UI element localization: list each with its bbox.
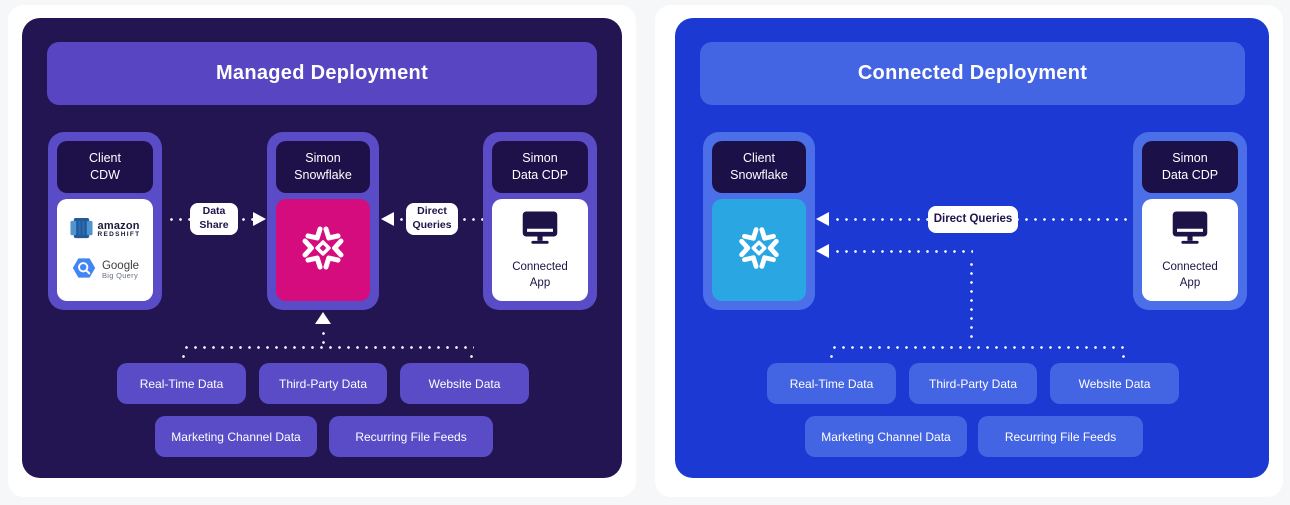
- dotted-stub-right: [1122, 350, 1125, 360]
- data-source-label: Third-Party Data: [278, 376, 368, 391]
- connected-app-label: Connected App: [512, 260, 568, 289]
- connected-panel-title: Connected Deployment: [700, 42, 1245, 105]
- data-source-third-party: Third-Party Data: [259, 363, 387, 404]
- data-source-marketing: Marketing Channel Data: [155, 416, 317, 457]
- connected-app-monitor-icon: [1171, 209, 1209, 250]
- arrow-left-icon: [816, 244, 829, 258]
- node-simon-data-cdp-label: Simon Data CDP: [1142, 141, 1238, 193]
- dotted-stub-left: [182, 350, 185, 360]
- node-simon-data-cdp-label: Simon Data CDP: [492, 141, 588, 193]
- amazon-redshift-wordmark: amazon REDSHIFT: [97, 219, 141, 239]
- connected-deployment-card: Connected Deployment Client Snowflake Si…: [655, 5, 1283, 497]
- snowflake-icon: [294, 219, 352, 282]
- node-client-cdw-card: amazon REDSHIFT G: [57, 199, 153, 301]
- redshift-product-text: REDSHIFT: [97, 231, 141, 239]
- arrow-up-icon: [315, 312, 331, 324]
- redshift-brand-text: amazon: [97, 219, 140, 232]
- arrow-left-icon: [381, 212, 394, 226]
- managed-panel-title: Managed Deployment: [47, 42, 597, 105]
- node-simon-data-cdp: Simon Data CDP Connected App: [483, 132, 597, 310]
- dotted-connector-vertical: [322, 327, 325, 345]
- data-source-label: Third-Party Data: [928, 376, 1018, 391]
- node-client-snowflake: Client Snowflake: [703, 132, 815, 310]
- managed-deployment-panel: Managed Deployment Client CDW: [22, 18, 622, 478]
- data-source-label: Recurring File Feeds: [355, 429, 467, 444]
- data-source-label: Website Data: [1078, 376, 1151, 391]
- data-source-website: Website Data: [1050, 363, 1179, 404]
- node-simon-snowflake: Simon Snowflake: [267, 132, 379, 310]
- dotted-connector-horizontal: [828, 346, 1126, 349]
- data-source-label: Real-Time Data: [139, 376, 224, 391]
- google-bigquery-icon: [71, 256, 97, 285]
- amazon-redshift-logo: amazon REDSHIFT: [70, 216, 141, 245]
- panel-title-text: Managed Deployment: [215, 62, 429, 84]
- dotted-connector-horizontal: [180, 346, 474, 349]
- dotted-connector-vertical: [970, 258, 973, 342]
- direct-queries-pill: Direct Queries: [928, 206, 1018, 233]
- connected-app-monitor-icon: [521, 209, 559, 250]
- arrow-left-icon: [816, 212, 829, 226]
- direct-queries-label: Direct Queries: [412, 205, 452, 231]
- dotted-stub-right: [470, 350, 473, 360]
- data-source-label: Real-Time Data: [789, 376, 874, 391]
- amazon-redshift-icon: [70, 216, 93, 245]
- data-source-file-feeds: Recurring File Feeds: [329, 416, 493, 457]
- arrow-right-icon: [253, 212, 266, 226]
- direct-queries-label: Direct Queries: [933, 213, 1013, 226]
- managed-deployment-card: Managed Deployment Client CDW: [8, 5, 636, 497]
- node-simon-snowflake-card: [276, 199, 370, 301]
- node-simon-snowflake-label: Simon Snowflake: [276, 141, 370, 193]
- direct-queries-pill: Direct Queries: [406, 203, 458, 235]
- node-simon-data-cdp-card: Connected App: [492, 199, 588, 301]
- node-client-cdw-label: Client CDW: [57, 141, 153, 193]
- dotted-stub-left: [830, 350, 833, 360]
- snowflake-icon: [731, 220, 787, 281]
- data-source-label: Recurring File Feeds: [1004, 429, 1117, 444]
- data-share-label: Data Share: [199, 205, 229, 231]
- data-source-third-party: Third-Party Data: [909, 363, 1037, 404]
- data-source-real-time: Real-Time Data: [117, 363, 246, 404]
- data-source-label: Marketing Channel Data: [821, 429, 951, 444]
- bigquery-product-text: Big Query: [101, 271, 139, 281]
- data-source-label: Website Data: [428, 376, 501, 391]
- data-source-website: Website Data: [400, 363, 529, 404]
- node-client-snowflake-label: Client Snowflake: [712, 141, 806, 193]
- node-client-snowflake-card: [712, 199, 806, 301]
- data-source-label: Marketing Channel Data: [171, 429, 301, 444]
- panel-title-text: Connected Deployment: [857, 62, 1088, 84]
- node-simon-data-cdp: Simon Data CDP Connected App: [1133, 132, 1247, 310]
- node-client-cdw: Client CDW a: [48, 132, 162, 310]
- dotted-connector-secondary: [831, 250, 973, 253]
- google-bigquery-logo: Google Big Query: [71, 256, 139, 285]
- data-source-marketing: Marketing Channel Data: [805, 416, 967, 457]
- google-bigquery-wordmark: Google Big Query: [102, 260, 139, 280]
- data-source-real-time: Real-Time Data: [767, 363, 896, 404]
- data-source-file-feeds: Recurring File Feeds: [978, 416, 1143, 457]
- data-share-pill: Data Share: [190, 203, 238, 235]
- node-simon-data-cdp-card: Connected App: [1142, 199, 1238, 301]
- bigquery-brand-text: Google: [101, 260, 140, 273]
- connected-app-label: Connected App: [1162, 260, 1218, 289]
- connected-deployment-panel: Connected Deployment Client Snowflake Si…: [675, 18, 1269, 478]
